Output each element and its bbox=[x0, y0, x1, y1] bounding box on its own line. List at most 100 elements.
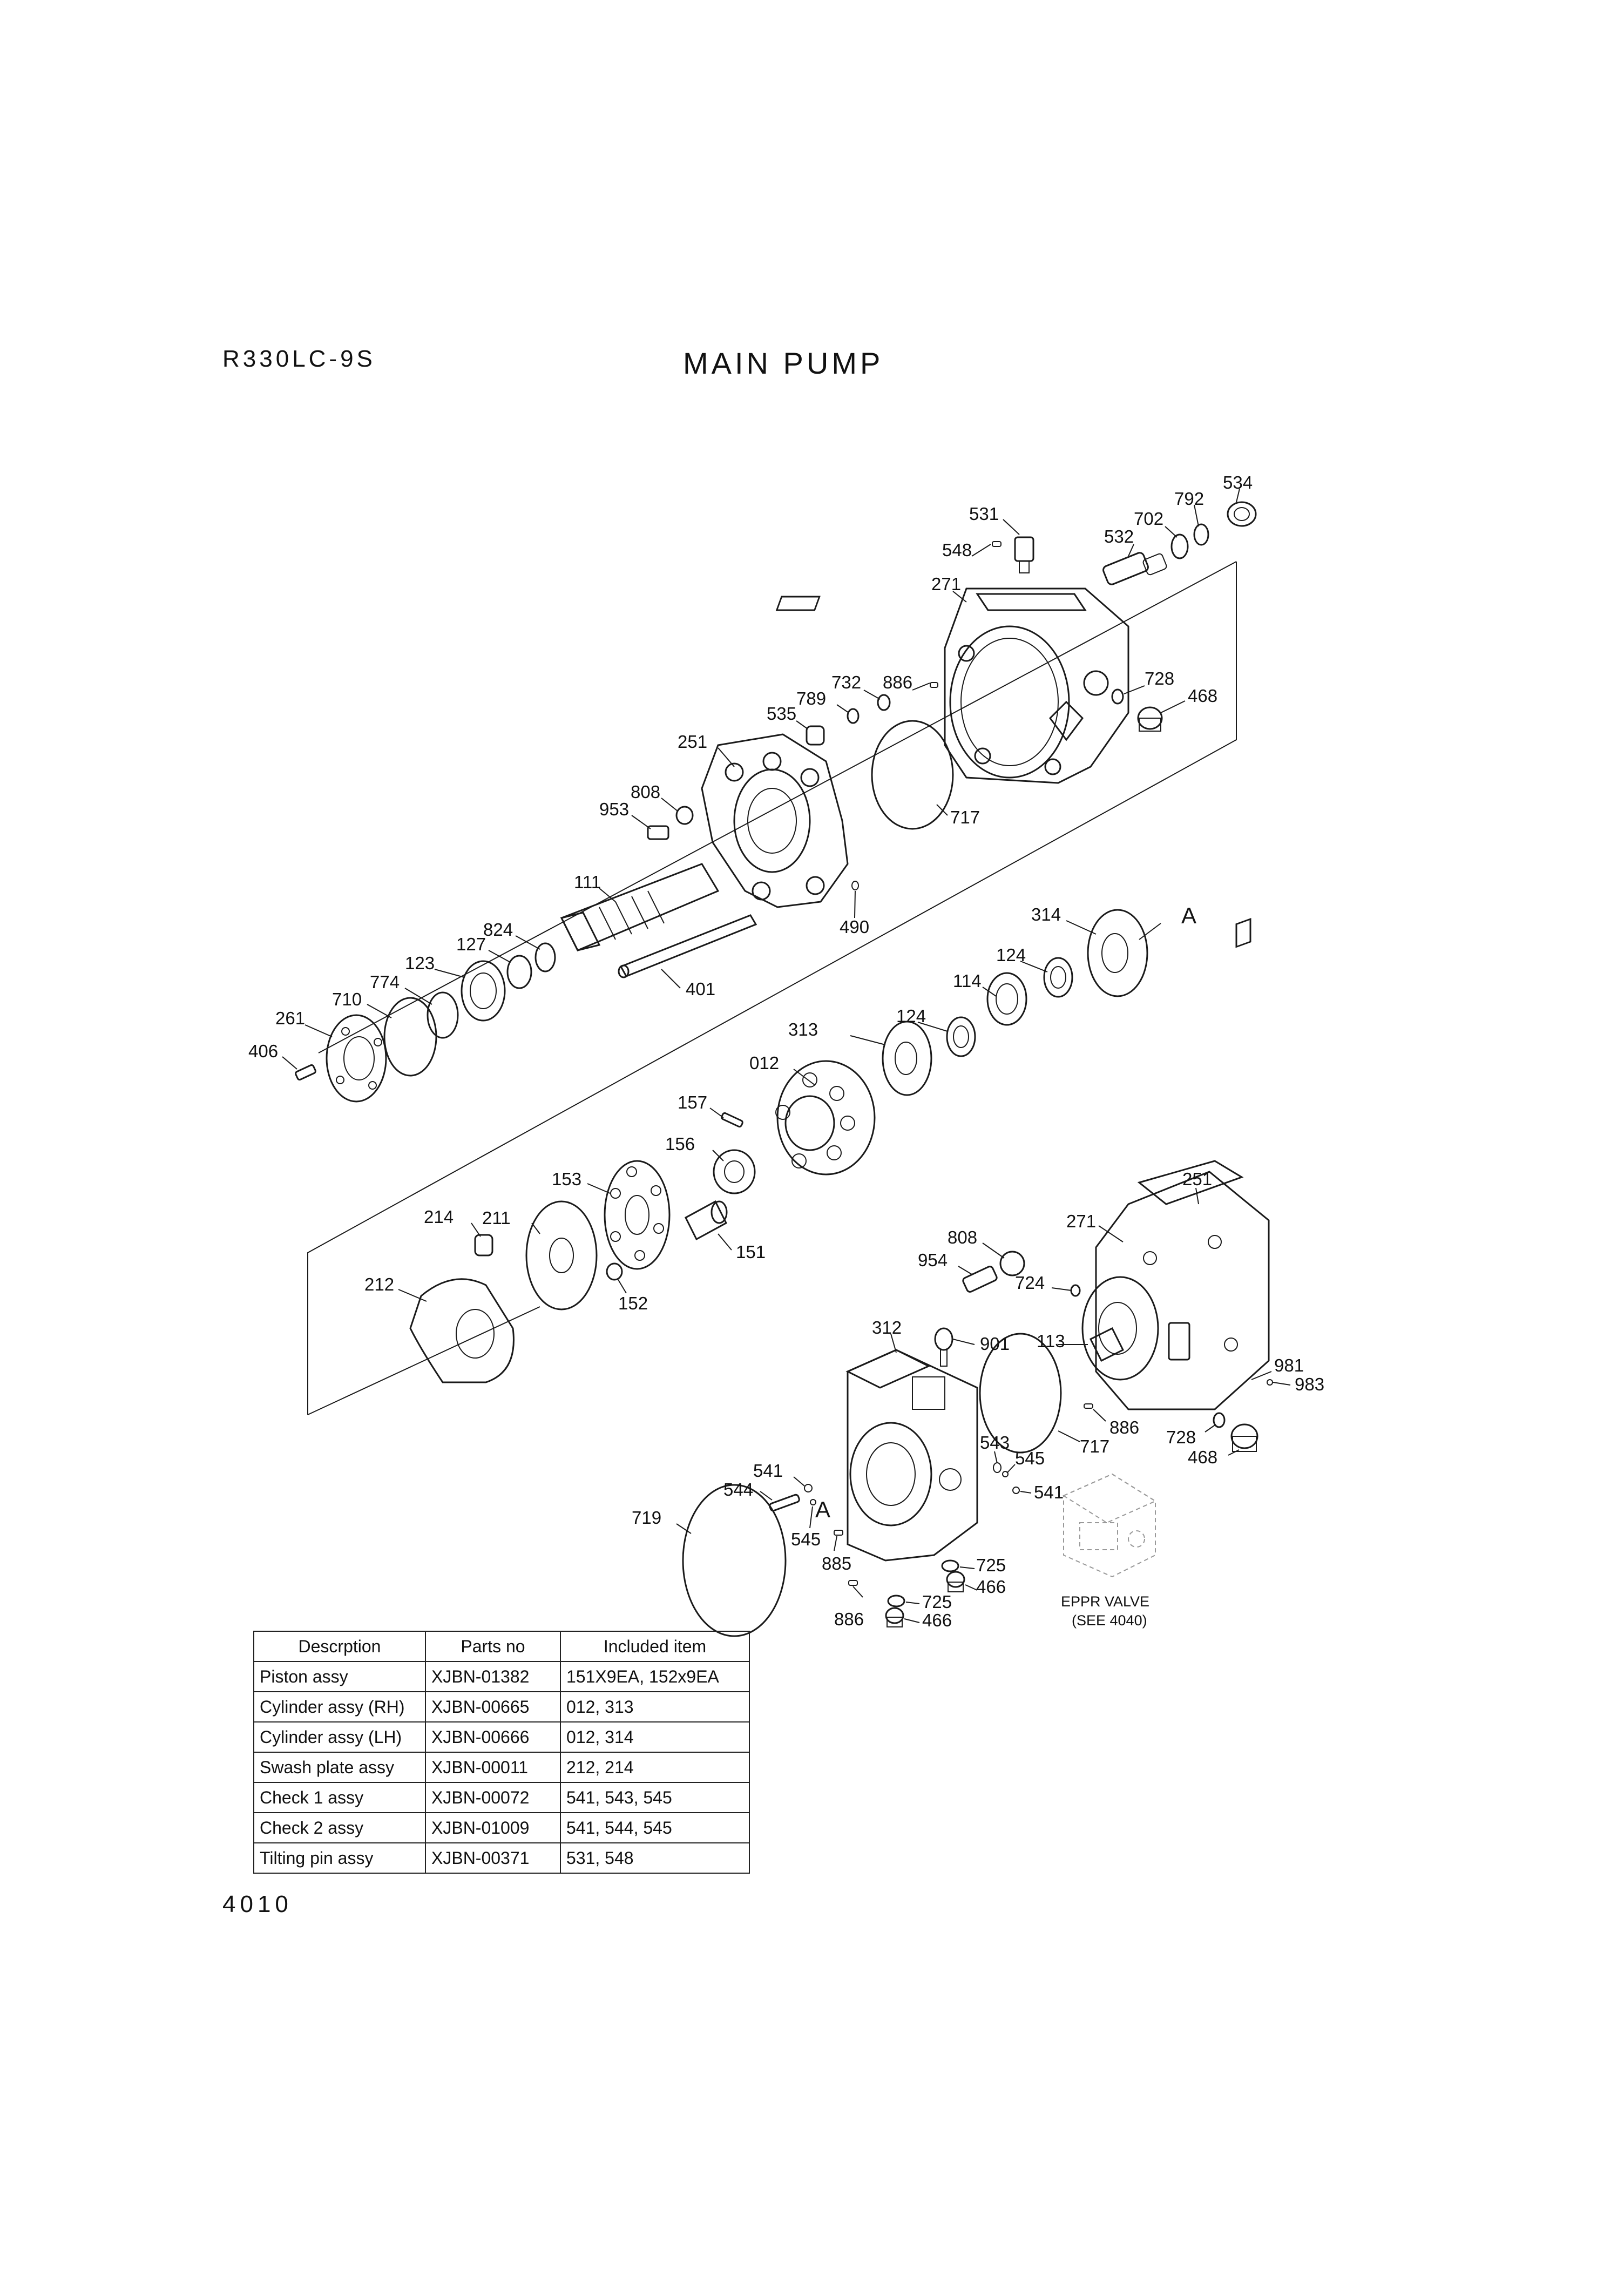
callout-124-top: 124 bbox=[996, 945, 1026, 965]
callout-124-mid: 124 bbox=[896, 1006, 926, 1026]
callout-792: 792 bbox=[1174, 489, 1204, 509]
o-ring-710 bbox=[383, 997, 437, 1077]
callout-157: 157 bbox=[678, 1092, 707, 1112]
callout-543: 543 bbox=[980, 1433, 1010, 1453]
callout-983: 983 bbox=[1295, 1374, 1324, 1394]
table-cell: 541, 544, 545 bbox=[560, 1812, 750, 1843]
column-header-included-item: Included item bbox=[560, 1631, 750, 1662]
table-cell: Piston assy bbox=[253, 1661, 426, 1692]
table-cell: 012, 313 bbox=[560, 1691, 750, 1722]
callout-401: 401 bbox=[686, 979, 715, 999]
plug-468-right bbox=[1230, 1423, 1258, 1452]
table-cell: Cylinder assy (RH) bbox=[253, 1691, 426, 1722]
pin-886-right bbox=[1084, 1403, 1093, 1409]
callout-152: 152 bbox=[618, 1293, 648, 1313]
screw-983 bbox=[1267, 1379, 1273, 1386]
o-ring-725-upper bbox=[941, 1559, 959, 1572]
eppr-note-line1: EPPR VALVE bbox=[1061, 1593, 1149, 1610]
callout-535: 535 bbox=[767, 704, 796, 724]
table-row: Tilting pin assy XJBN-00371 531, 548 bbox=[253, 1842, 750, 1874]
callout-717-right: 717 bbox=[1080, 1436, 1109, 1456]
table-cell: XJBN-00072 bbox=[425, 1782, 561, 1813]
pin-886-top bbox=[930, 682, 938, 688]
o-ring-728-right bbox=[1213, 1412, 1226, 1428]
callout-954: 954 bbox=[918, 1250, 948, 1270]
table-cell: 151X9EA, 152x9EA bbox=[560, 1661, 750, 1692]
o-ring-789 bbox=[847, 708, 860, 724]
table-cell: XJBN-01009 bbox=[425, 1812, 561, 1843]
pin-886-bottom bbox=[848, 1580, 858, 1586]
callout-548: 548 bbox=[942, 540, 972, 560]
housing-271-top bbox=[775, 587, 1129, 784]
pin-401 bbox=[618, 914, 757, 978]
callout-113: 113 bbox=[1037, 1331, 1065, 1351]
plug-466-upper bbox=[946, 1571, 965, 1592]
spherical-bush-156 bbox=[713, 1149, 756, 1194]
callout-labels: 534 792 702 531 532 548 271 732 886 789 … bbox=[248, 472, 1324, 1630]
plug-532 bbox=[1102, 552, 1167, 585]
page-number: 4010 bbox=[222, 1891, 293, 1917]
callout-534: 534 bbox=[1223, 472, 1253, 492]
callout-490: 490 bbox=[840, 917, 869, 937]
end-cover-312 bbox=[845, 1349, 978, 1562]
callout-789: 789 bbox=[796, 688, 826, 708]
valve-block-251-top bbox=[701, 733, 849, 908]
callout-885: 885 bbox=[822, 1553, 851, 1573]
table-cell: 212, 214 bbox=[560, 1752, 750, 1783]
column-header-description: Descrption bbox=[253, 1631, 426, 1662]
table-cell: Check 2 assy bbox=[253, 1812, 426, 1843]
table-cell: XJBN-01382 bbox=[425, 1661, 561, 1692]
callout-212: 212 bbox=[364, 1274, 394, 1294]
table-cell: Check 1 assy bbox=[253, 1782, 426, 1813]
callout-468-top: 468 bbox=[1188, 686, 1217, 706]
check-valve-541-right bbox=[1012, 1487, 1020, 1494]
callout-111: 111 bbox=[574, 872, 601, 892]
spring-954 bbox=[962, 1266, 998, 1293]
table-row: Check 1 assy XJBN-00072 541, 543, 545 bbox=[253, 1782, 750, 1813]
pump-assembly bbox=[1081, 1160, 1270, 1410]
eye-bolt-901 bbox=[934, 1327, 953, 1367]
pin-544 bbox=[769, 1494, 800, 1512]
plug-468-top bbox=[1137, 706, 1163, 732]
callout-728-top: 728 bbox=[1145, 668, 1174, 688]
perspective-frame bbox=[307, 561, 1237, 1415]
check-valve-541-left bbox=[804, 1484, 813, 1492]
retainer-plate-153 bbox=[604, 1160, 671, 1270]
table-cell: 531, 548 bbox=[560, 1842, 750, 1874]
table-row: Cylinder assy (RH) XJBN-00665 012, 313 bbox=[253, 1691, 750, 1722]
nut-808-bottom bbox=[999, 1251, 1025, 1276]
callout-406: 406 bbox=[248, 1041, 278, 1061]
plug-534 bbox=[1227, 501, 1257, 527]
bushing-535 bbox=[806, 725, 825, 746]
column-header-parts-no: Parts no bbox=[425, 1631, 561, 1662]
callout-886-bottom: 886 bbox=[834, 1609, 864, 1629]
table-row: Piston assy XJBN-01382 151X9EA, 152x9EA bbox=[253, 1661, 750, 1692]
table-cell: XJBN-00371 bbox=[425, 1842, 561, 1874]
o-ring-792 bbox=[1193, 523, 1209, 546]
callout-886-top: 886 bbox=[883, 672, 912, 692]
swash-plate-212 bbox=[409, 1278, 515, 1383]
callout-251-bottom: 251 bbox=[1182, 1169, 1212, 1189]
seal-cover-261 bbox=[326, 1014, 387, 1103]
pin-885 bbox=[834, 1530, 843, 1536]
callout-271-bottom: 271 bbox=[1066, 1211, 1096, 1231]
cover-981 bbox=[1235, 917, 1251, 948]
cylinder-block-012 bbox=[775, 1060, 876, 1176]
callout-A-top: A bbox=[1181, 903, 1196, 928]
table-cell: 541, 543, 545 bbox=[560, 1782, 750, 1813]
callout-719: 719 bbox=[632, 1508, 661, 1528]
callout-824: 824 bbox=[483, 920, 513, 940]
eppr-valve-ghost bbox=[1062, 1473, 1157, 1578]
callout-544: 544 bbox=[723, 1480, 753, 1499]
callout-314: 314 bbox=[1031, 904, 1061, 924]
table-cell: 012, 314 bbox=[560, 1721, 750, 1753]
callout-271-top: 271 bbox=[931, 574, 961, 594]
callout-123: 123 bbox=[405, 953, 435, 973]
callout-702: 702 bbox=[1134, 509, 1163, 529]
table-cell: Cylinder assy (LH) bbox=[253, 1721, 426, 1753]
table-cell: Swash plate assy bbox=[253, 1752, 426, 1783]
spring-545-left bbox=[810, 1499, 816, 1505]
table-cell: XJBN-00665 bbox=[425, 1691, 561, 1722]
callout-724: 724 bbox=[1015, 1273, 1045, 1293]
page-title: MAIN PUMP bbox=[683, 346, 884, 380]
